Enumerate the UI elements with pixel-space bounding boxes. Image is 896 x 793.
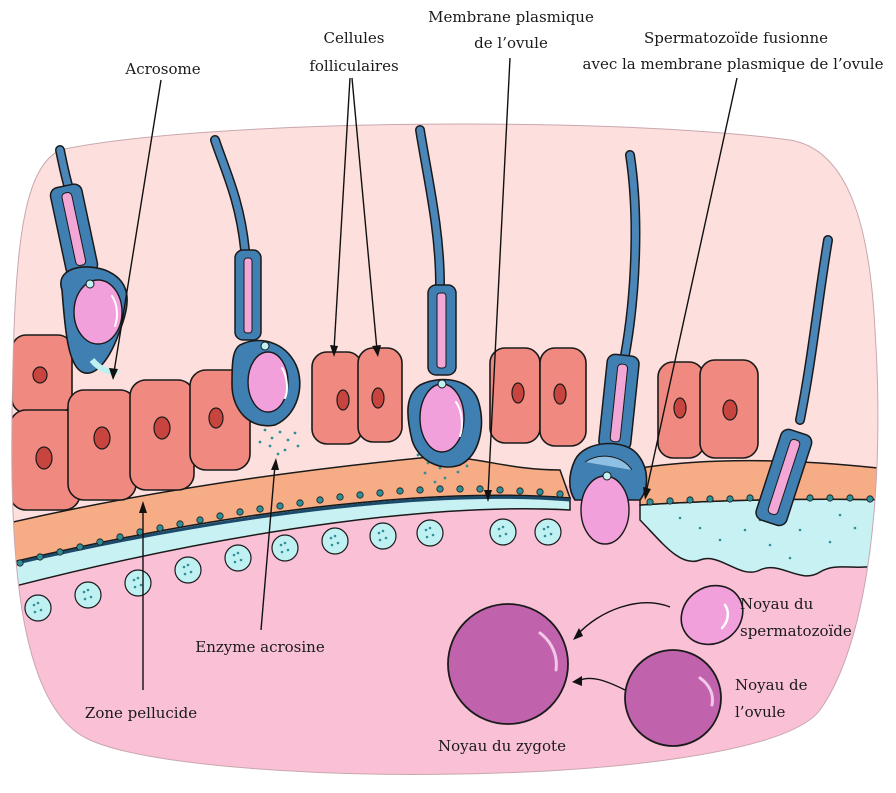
label-sperm-nucleus-1: Noyau du bbox=[740, 595, 814, 613]
label-fusion-2: avec la membrane plasmique de l’ovule bbox=[583, 55, 884, 73]
label-follicular-2: folliculaires bbox=[309, 57, 398, 75]
label-membrane-2: de l’ovule bbox=[474, 34, 548, 52]
label-zygote: Noyau du zygote bbox=[438, 737, 566, 755]
egg-nucleus bbox=[625, 650, 721, 746]
label-acrosome: Acrosome bbox=[124, 60, 200, 78]
label-fusion-1: Spermatozoïde fusionne bbox=[644, 29, 828, 47]
label-zona: Zone pellucide bbox=[85, 704, 197, 722]
label-egg-nucleus-2: l’ovule bbox=[735, 703, 786, 721]
label-sperm-nucleus-2: spermatozoïde bbox=[740, 622, 852, 640]
zygote-nucleus bbox=[448, 604, 568, 724]
label-membrane-1: Membrane plasmique bbox=[428, 8, 594, 26]
label-follicular-1: Cellules bbox=[324, 29, 385, 47]
label-enzyme: Enzyme acrosine bbox=[195, 638, 325, 656]
label-egg-nucleus-1: Noyau de bbox=[735, 676, 808, 694]
